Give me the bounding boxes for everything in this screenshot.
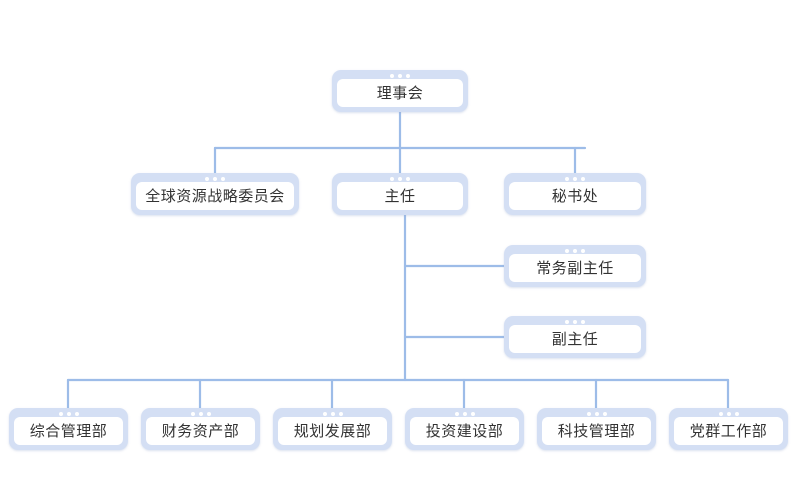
- node-dots-icon: [504, 249, 646, 253]
- org-node-label: 综合管理部: [14, 417, 123, 445]
- node-dots-icon: [332, 74, 468, 78]
- org-node-label: 主任: [337, 182, 463, 210]
- org-node-secretariat[interactable]: 秘书处: [504, 173, 646, 215]
- org-node-label: 常务副主任: [509, 254, 641, 282]
- node-dots-icon: [9, 412, 128, 416]
- node-dots-icon: [669, 412, 788, 416]
- org-node-label: 秘书处: [509, 182, 641, 210]
- org-node-committee[interactable]: 全球资源战略委员会: [131, 173, 299, 215]
- org-node-dept5[interactable]: 科技管理部: [537, 408, 656, 450]
- node-dots-icon: [504, 320, 646, 324]
- org-node-dept2[interactable]: 财务资产部: [141, 408, 260, 450]
- org-node-deputy[interactable]: 副主任: [504, 316, 646, 358]
- org-node-dept3[interactable]: 规划发展部: [273, 408, 392, 450]
- node-dots-icon: [141, 412, 260, 416]
- org-node-director[interactable]: 主任: [332, 173, 468, 215]
- org-node-label: 理事会: [337, 79, 463, 107]
- org-node-dept1[interactable]: 综合管理部: [9, 408, 128, 450]
- node-dots-icon: [131, 177, 299, 181]
- org-node-label: 副主任: [509, 325, 641, 353]
- org-node-label: 全球资源战略委员会: [136, 182, 294, 210]
- org-node-dept4[interactable]: 投资建设部: [405, 408, 524, 450]
- node-dots-icon: [504, 177, 646, 181]
- org-node-board[interactable]: 理事会: [332, 70, 468, 112]
- org-node-label: 财务资产部: [146, 417, 255, 445]
- node-dots-icon: [273, 412, 392, 416]
- org-node-exec-deputy[interactable]: 常务副主任: [504, 245, 646, 287]
- org-node-label: 规划发展部: [278, 417, 387, 445]
- org-node-dept6[interactable]: 党群工作部: [669, 408, 788, 450]
- org-node-label: 投资建设部: [410, 417, 519, 445]
- org-node-label: 科技管理部: [542, 417, 651, 445]
- node-dots-icon: [332, 177, 468, 181]
- node-dots-icon: [537, 412, 656, 416]
- node-dots-icon: [405, 412, 524, 416]
- org-node-label: 党群工作部: [674, 417, 783, 445]
